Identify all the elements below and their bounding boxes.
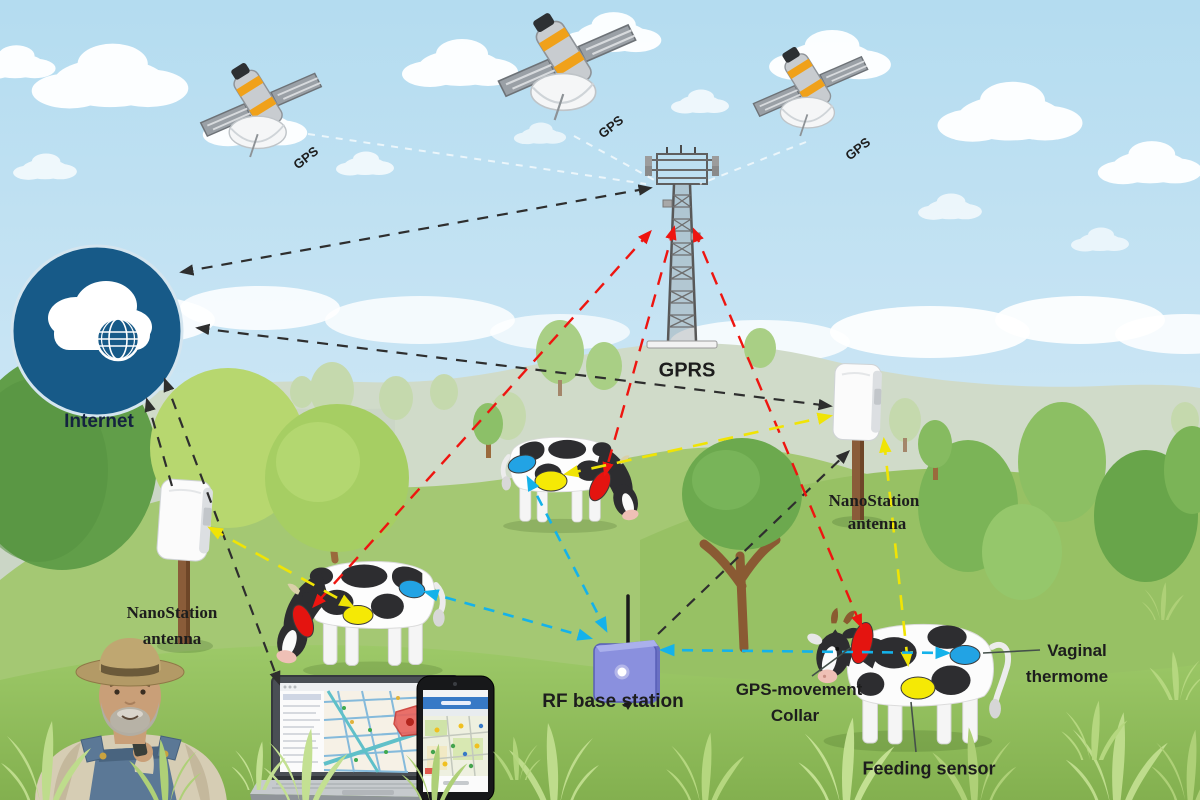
- nanostation-right-label-2: antenna: [847, 514, 907, 534]
- gps-movement-collar-label-2: Collar: [770, 706, 820, 726]
- gps-movement-collar-label-1: GPS-movement: [735, 680, 863, 700]
- yellow-links: [207, 412, 913, 668]
- internet-cloud: [10, 244, 184, 418]
- gprs-label: GPRS: [658, 359, 716, 382]
- cyan-links: [422, 475, 952, 660]
- nanostation-left-label-1: NanoStation: [126, 603, 218, 623]
- globe-icon: [95, 316, 141, 362]
- feeding-sensor-label: Feeding sensor: [862, 758, 996, 779]
- rf-base-station-label: RF base station: [542, 691, 684, 713]
- smartphone-with-map: [416, 675, 495, 800]
- gps-links: [307, 133, 807, 185]
- rf-base-station: [593, 594, 660, 710]
- label-pointers: [811, 647, 1041, 753]
- farmer: [35, 638, 227, 800]
- vaginal-thermometer-label-2: thermome: [1025, 667, 1109, 687]
- nanostation-right-label-1: NanoStation: [828, 491, 920, 511]
- vaginal-thermometer-label-1: Vaginal: [1047, 641, 1107, 661]
- internet-label: Internet: [64, 411, 134, 433]
- nanostation-left-label-2: antenna: [142, 629, 202, 649]
